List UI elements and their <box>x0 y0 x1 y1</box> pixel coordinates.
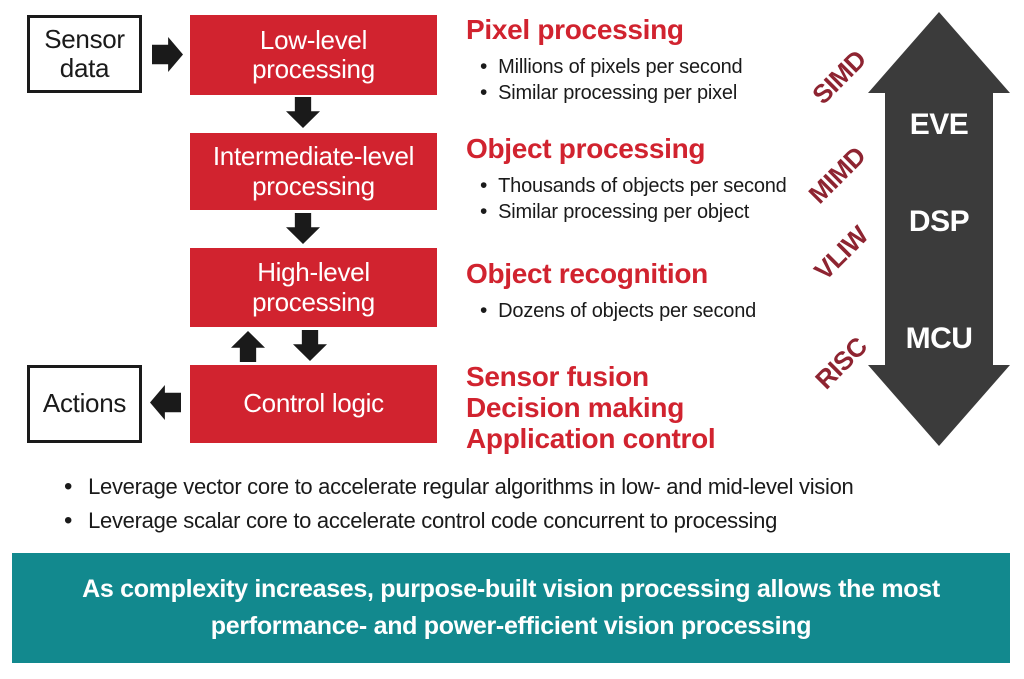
arrow-down-icon <box>286 97 320 128</box>
core-label-mcu: MCU <box>905 322 973 355</box>
arrow-down-icon <box>293 330 327 361</box>
core-label-dsp: DSP <box>908 205 970 238</box>
summary-note: Leverage vector core to accelerate regul… <box>64 470 1014 504</box>
sensor-data-box: Sensor data <box>27 15 142 93</box>
arrow-left-icon <box>150 385 181 420</box>
arrow-down-icon <box>286 213 320 244</box>
double-arrow-icon <box>868 12 1010 446</box>
detail-heading: Object recognition <box>466 258 708 289</box>
capability-range-arrow: EVE DSP MCU <box>866 12 1012 446</box>
arrow-right-icon <box>152 37 183 72</box>
summary-notes: Leverage vector core to accelerate regul… <box>64 470 1014 538</box>
detail-heading: Object processing <box>466 133 706 164</box>
detail-pixel-processing: Pixel processing Millions of pixels per … <box>466 14 743 106</box>
core-label-eve: EVE <box>909 108 969 141</box>
detail-bullet: Similar processing per object <box>466 199 787 225</box>
detail-heading: Pixel processing <box>466 14 684 45</box>
stage-box-control-logic: Control logic <box>190 365 437 443</box>
stage-box-low-level: Low-level processing <box>190 15 437 95</box>
detail-bullet: Millions of pixels per second <box>466 54 743 80</box>
detail-heading: Sensor fusion Decision making Applicatio… <box>466 361 716 454</box>
detail-bullet: Similar processing per pixel <box>466 80 742 106</box>
detail-object-recognition: Object recognition Dozens of objects per… <box>466 258 756 324</box>
stage-box-high-level: High-level processing <box>190 248 437 327</box>
summary-note: Leverage scalar core to accelerate contr… <box>64 504 1014 538</box>
detail-bullet: Dozens of objects per second <box>466 298 756 324</box>
actions-box: Actions <box>27 365 142 443</box>
detail-object-processing: Object processing Thousands of objects p… <box>466 133 787 225</box>
detail-bullet: Thousands of objects per second <box>466 173 787 199</box>
arrow-up-icon <box>231 331 265 362</box>
conclusion-banner: As complexity increases, purpose-built v… <box>12 553 1010 663</box>
stage-box-intermediate-level: Intermediate-level processing <box>190 133 437 210</box>
detail-control-functions: Sensor fusion Decision making Applicatio… <box>466 361 716 463</box>
